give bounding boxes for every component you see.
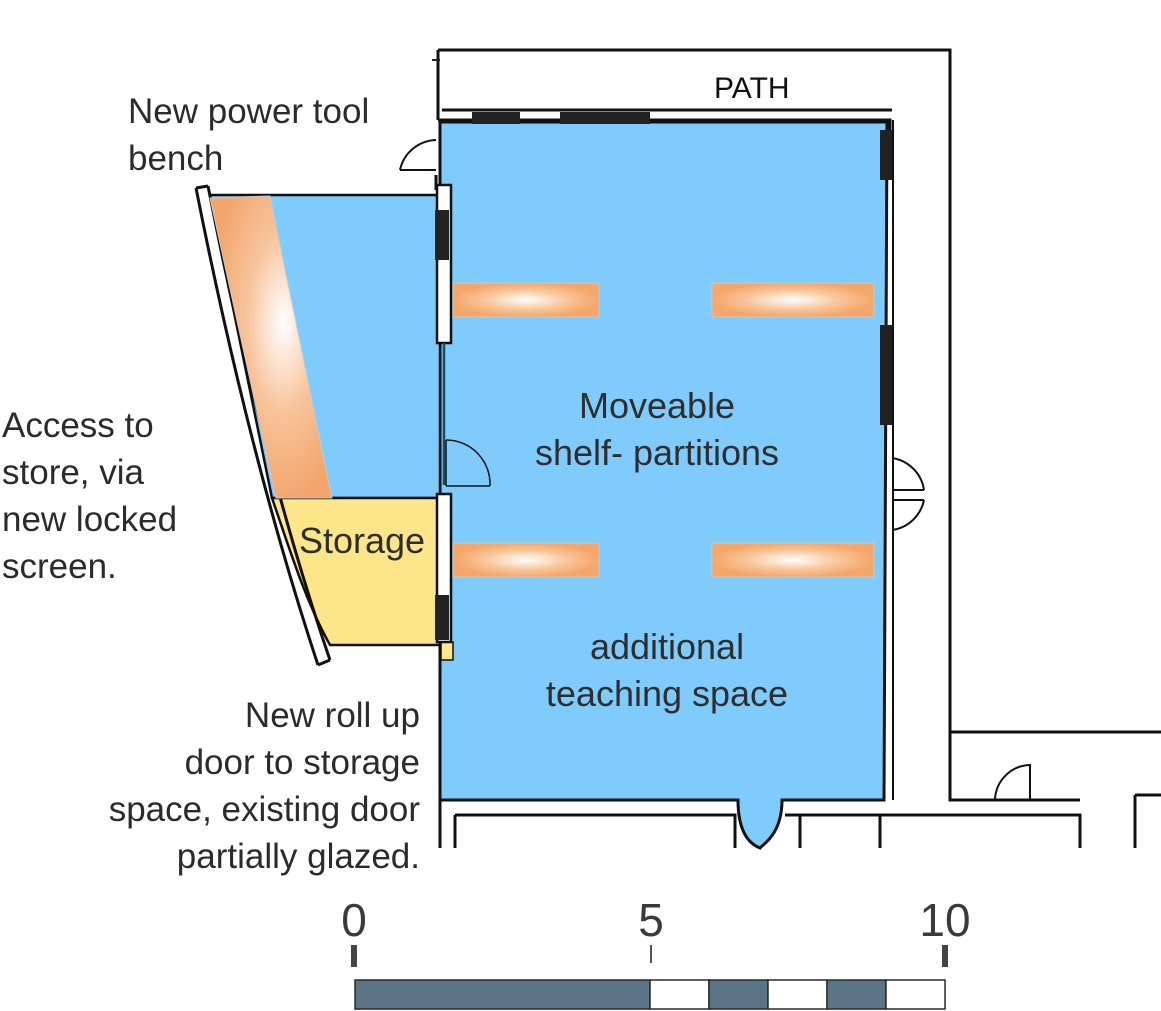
shelf-partitions bbox=[452, 282, 875, 578]
scale-segment bbox=[354, 979, 651, 1010]
roll-up-door-marker bbox=[440, 641, 454, 661]
scale-tick-label: 0 bbox=[341, 894, 367, 946]
scale-tick bbox=[650, 945, 652, 963]
roll-up-door-label: New roll up door to storage space, exist… bbox=[109, 696, 421, 876]
label-line: Access to bbox=[2, 406, 154, 445]
label-line: New roll up bbox=[245, 696, 420, 735]
scale-segment bbox=[885, 979, 946, 1010]
top-windows bbox=[472, 112, 650, 124]
label-line: shelf- partitions bbox=[535, 432, 779, 473]
scale-tick bbox=[351, 945, 357, 967]
label-line: new locked bbox=[2, 500, 177, 539]
scale-segment bbox=[708, 979, 769, 1010]
right-wall bbox=[880, 120, 925, 800]
teaching-space-label: additional teaching space bbox=[546, 626, 788, 714]
scale-segment bbox=[826, 979, 887, 1010]
access-store-label: Access to store, via new locked screen. bbox=[2, 406, 177, 586]
label-line: space, existing door bbox=[109, 790, 421, 829]
door-top-left bbox=[399, 139, 438, 190]
shelf-partition bbox=[452, 542, 600, 578]
dividing-wall bbox=[435, 183, 491, 644]
partitions-label: Moveable shelf- partitions bbox=[535, 385, 779, 473]
storage-label: Storage bbox=[299, 520, 425, 561]
label-line: New power tool bbox=[128, 92, 369, 131]
shelf-partition bbox=[711, 282, 875, 318]
teaching-space-area bbox=[438, 120, 889, 850]
label-line: screen. bbox=[2, 547, 117, 586]
scale-tick-label: 10 bbox=[919, 894, 970, 946]
label-line: teaching space bbox=[546, 673, 788, 714]
label-line: bench bbox=[128, 139, 223, 178]
shelf-partition bbox=[452, 282, 600, 318]
label-line: door to storage bbox=[185, 743, 420, 782]
power-tool-bench-label: New power tool bench bbox=[128, 92, 369, 178]
scale-segment bbox=[767, 979, 828, 1010]
label-line: partially glazed. bbox=[177, 837, 420, 876]
scale-tick bbox=[942, 945, 948, 967]
label-line: Moveable bbox=[579, 385, 735, 426]
scale-bar: 0 5 10 bbox=[341, 894, 971, 1010]
label-line: store, via bbox=[2, 453, 145, 492]
power-tool-bench bbox=[209, 195, 333, 499]
bottom-rooms bbox=[438, 732, 1161, 848]
path-label: PATH bbox=[714, 72, 790, 105]
scale-segment bbox=[649, 979, 710, 1010]
label-line: additional bbox=[590, 626, 744, 667]
shelf-partition bbox=[711, 542, 875, 578]
scale-tick-label: 5 bbox=[638, 894, 664, 946]
